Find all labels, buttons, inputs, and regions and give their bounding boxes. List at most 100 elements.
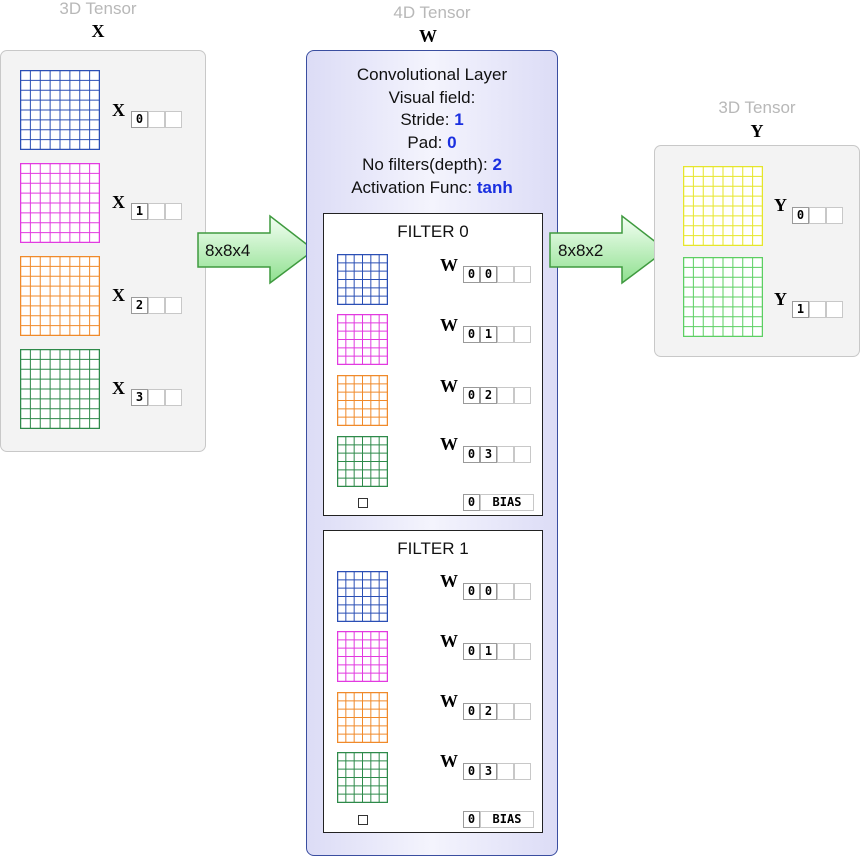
filter-0-weight-cells-2: 0 2 <box>463 387 531 404</box>
grid-lines-icon <box>20 163 100 243</box>
output-grid-1 <box>683 257 763 337</box>
weight-tensor-symbol: W <box>419 26 437 46</box>
index-cell-blank <box>497 763 514 780</box>
weight-index-j: 1 <box>480 643 497 660</box>
input-grid-2 <box>20 256 100 336</box>
stride-label: Stride: <box>400 110 450 129</box>
weight-index-j: 3 <box>480 446 497 463</box>
index-cell-blank <box>497 643 514 660</box>
output-index-cells-1: 1 <box>792 301 843 318</box>
filter-0-weight-symbol-2: W <box>440 376 458 396</box>
bias-index: 0 <box>463 494 480 511</box>
activation-value: tanh <box>476 177 513 197</box>
index-cell-blank <box>148 297 165 314</box>
arrow-layer-to-output-icon <box>549 214 668 285</box>
filters-value: 2 <box>492 155 502 174</box>
input-grid-0 <box>20 70 100 150</box>
grid-lines-icon <box>337 752 388 803</box>
index-cell-blank <box>514 643 531 660</box>
filter-0-weight-cells-0: 0 0 <box>463 266 531 283</box>
filter-1-title: FILTER 1 <box>397 539 469 558</box>
filter-1-weight-cells-3: 0 3 <box>463 763 531 780</box>
weight-index-j: 1 <box>480 326 497 343</box>
index-cell-blank <box>809 301 826 318</box>
input-symbol-1: X <box>112 192 125 212</box>
bias-index: 0 <box>463 811 480 828</box>
filter-1-weight-symbol-0: W <box>440 571 458 591</box>
filter-0-grid-3 <box>337 436 388 487</box>
filter-0-bias-square-icon <box>358 498 368 508</box>
pad-label: Pad: <box>407 132 443 152</box>
filters-row: No filters(depth): 2 <box>306 154 558 177</box>
stride-row: Stride: 1 <box>306 109 558 132</box>
output-symbol-0: Y <box>774 195 787 215</box>
input-tensor-label: 3D Tensor <box>59 0 137 18</box>
filter-0-weight-symbol-3: W <box>440 434 458 454</box>
input-grid-1 <box>20 163 100 243</box>
filter-0-title: FILTER 0 <box>397 222 469 241</box>
stride-value: 1 <box>454 110 464 129</box>
grid-lines-icon <box>337 571 388 622</box>
input-index-0: 0 <box>131 111 148 128</box>
index-cell-blank <box>497 266 514 283</box>
weight-index-i: 0 <box>463 326 480 343</box>
weight-index-j: 2 <box>480 703 497 720</box>
filters-label: No filters(depth): <box>362 155 488 174</box>
output-symbol-1: Y <box>774 289 787 309</box>
output-grid-0 <box>683 166 763 246</box>
filter-1-grid-1 <box>337 631 388 682</box>
index-cell-blank <box>497 446 514 463</box>
index-cell-blank <box>514 446 531 463</box>
conv-layer-info: Convolutional Layer Visual field: Stride… <box>306 64 558 199</box>
filter-1-grid-0 <box>337 571 388 622</box>
arrow-output-label: 8x8x2 <box>558 241 604 260</box>
index-cell-blank <box>497 583 514 600</box>
conv-layer-title: Convolutional Layer <box>356 65 508 84</box>
weight-index-i: 0 <box>463 763 480 780</box>
visual-field-label: Visual field: <box>388 87 476 107</box>
filter-1-weight-symbol-2: W <box>440 691 458 711</box>
weight-index-i: 0 <box>463 266 480 283</box>
weight-index-i: 0 <box>463 643 480 660</box>
bias-label: BIAS <box>480 494 534 511</box>
input-index-cells-2: 2 <box>131 297 182 314</box>
input-index-cells-3: 3 <box>131 389 182 406</box>
filter-1-grid-2 <box>337 692 388 743</box>
input-index-1: 1 <box>131 203 148 220</box>
filter-0-weight-symbol-1: W <box>440 315 458 335</box>
filter-1-grid-3 <box>337 752 388 803</box>
grid-lines-icon <box>337 692 388 743</box>
arrow-input-to-layer-icon <box>197 214 316 285</box>
weight-index-j: 0 <box>480 266 497 283</box>
arrow-input-label: 8x8x4 <box>205 241 251 260</box>
index-cell-blank <box>514 583 531 600</box>
activation-row: Activation Func: tanh <box>306 177 558 200</box>
weight-index-j: 0 <box>480 583 497 600</box>
filter-0-grid-2 <box>337 375 388 426</box>
weight-index-i: 0 <box>463 446 480 463</box>
index-cell-blank <box>148 111 165 128</box>
weight-index-i: 0 <box>463 703 480 720</box>
index-cell-blank <box>497 387 514 404</box>
input-symbol-3: X <box>112 378 125 398</box>
index-cell-blank <box>826 207 843 224</box>
index-cell-blank <box>497 326 514 343</box>
grid-lines-icon <box>683 257 763 337</box>
grid-lines-icon <box>20 349 100 429</box>
index-cell-blank <box>165 111 182 128</box>
grid-lines-icon <box>337 375 388 426</box>
bias-label: BIAS <box>480 811 534 828</box>
filter-0-weight-symbol-0: W <box>440 255 458 275</box>
filter-0-grid-1 <box>337 314 388 365</box>
filter-1-weight-symbol-3: W <box>440 751 458 771</box>
index-cell-blank <box>809 207 826 224</box>
input-symbol-0: X <box>112 100 125 120</box>
index-cell-blank <box>514 326 531 343</box>
index-cell-blank <box>514 387 531 404</box>
pad-row: Pad: 0 <box>306 132 558 155</box>
output-index-1: 1 <box>792 301 809 318</box>
grid-lines-icon <box>337 314 388 365</box>
input-grid-3 <box>20 349 100 429</box>
index-cell-blank <box>165 389 182 406</box>
filter-1-weight-cells-2: 0 2 <box>463 703 531 720</box>
